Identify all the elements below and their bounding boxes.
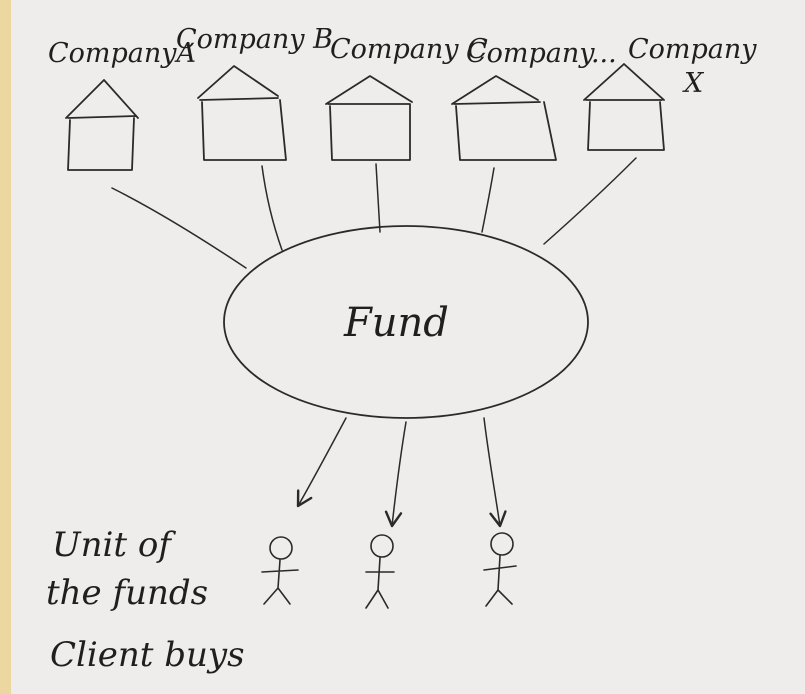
- company-more-house-icon: [451, 75, 557, 161]
- client-figure-icon: [483, 532, 517, 607]
- company-b-house-icon: [197, 65, 287, 161]
- arrow-to-client-3: [483, 417, 507, 528]
- client-note-line-1: Unit of: [52, 525, 176, 565]
- company-x-label: Company: [628, 34, 757, 65]
- diagram-canvas: [11, 0, 805, 694]
- company-fund-connections: [111, 157, 637, 269]
- client-note-line-2: the funds: [46, 573, 208, 613]
- client-figure-icon: [261, 536, 299, 605]
- side-strip: [0, 0, 11, 694]
- company-more-label: Company...: [466, 38, 617, 69]
- company-a-label: CompanyA: [48, 38, 196, 69]
- client-note-line-3: Client buys: [50, 635, 245, 675]
- company-x-suffix: X: [682, 68, 705, 99]
- company-c-label: Company C: [330, 34, 488, 65]
- company-b-label: Company B: [176, 24, 333, 55]
- connector-company-x: [543, 157, 637, 245]
- arrow-to-client-2: [384, 421, 407, 528]
- client-figure-icon: [365, 534, 395, 609]
- company-x-house-icon: [583, 63, 665, 151]
- arrow-to-client-1: [296, 417, 347, 508]
- company-c-house-icon: [325, 75, 413, 161]
- connector-company-b: [261, 165, 283, 251]
- connector-company-more: [481, 167, 495, 233]
- connector-company-a: [111, 187, 247, 269]
- fund-to-client-arrows: [296, 417, 507, 528]
- company-a-house-icon: [65, 79, 139, 171]
- fund-ellipse: [223, 225, 589, 419]
- fund-label: Fund: [343, 300, 449, 346]
- connector-company-c: [375, 163, 381, 233]
